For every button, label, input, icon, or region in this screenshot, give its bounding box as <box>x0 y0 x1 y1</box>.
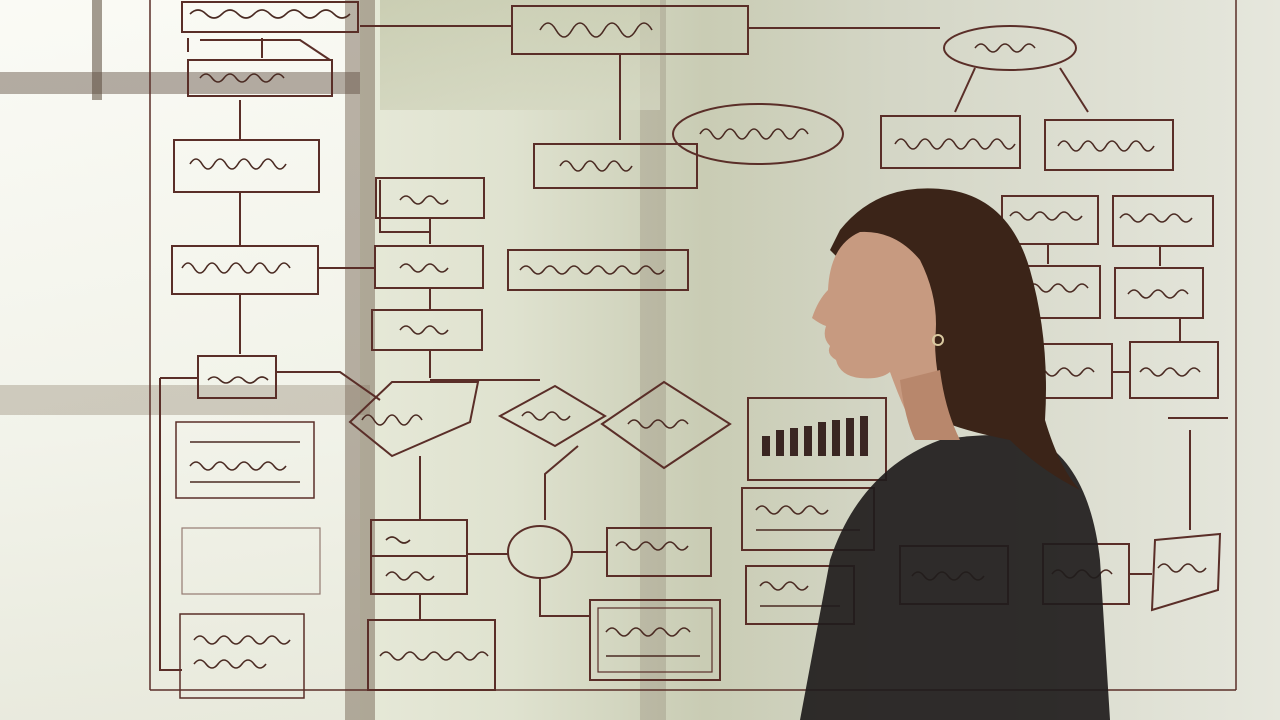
flowchart-boxes <box>149 0 1237 699</box>
window-frame-vertical <box>92 0 102 100</box>
window-frame-horizontal-2 <box>0 385 370 415</box>
window-frame-vertical-2 <box>345 0 375 720</box>
neck <box>900 370 960 440</box>
earring <box>932 334 944 346</box>
window-frame-horizontal <box>0 72 360 94</box>
window-glare <box>0 0 360 720</box>
woman-silhouette <box>800 188 1110 720</box>
bar-sketch <box>762 416 868 456</box>
jacket <box>800 435 1110 720</box>
face <box>812 231 950 420</box>
